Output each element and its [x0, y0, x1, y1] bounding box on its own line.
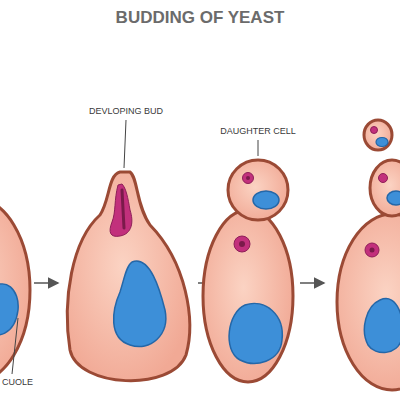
multiple-buds — [337, 120, 400, 390]
step-arrow — [34, 282, 58, 284]
part-label: DEVLOPING BUD — [86, 106, 166, 117]
leader-line — [12, 318, 18, 374]
part-label: DAUGHTER CELL — [220, 126, 296, 137]
mother-daughter-pair — [203, 160, 293, 382]
part-label: CUOLE — [2, 377, 52, 388]
leader-line — [124, 120, 126, 168]
mother-cell — [0, 198, 30, 382]
leader-line — [258, 140, 259, 156]
step-arrow — [300, 282, 324, 284]
diagram-title: BUDDING OF YEAST — [40, 8, 360, 28]
budding-cell — [67, 172, 189, 381]
